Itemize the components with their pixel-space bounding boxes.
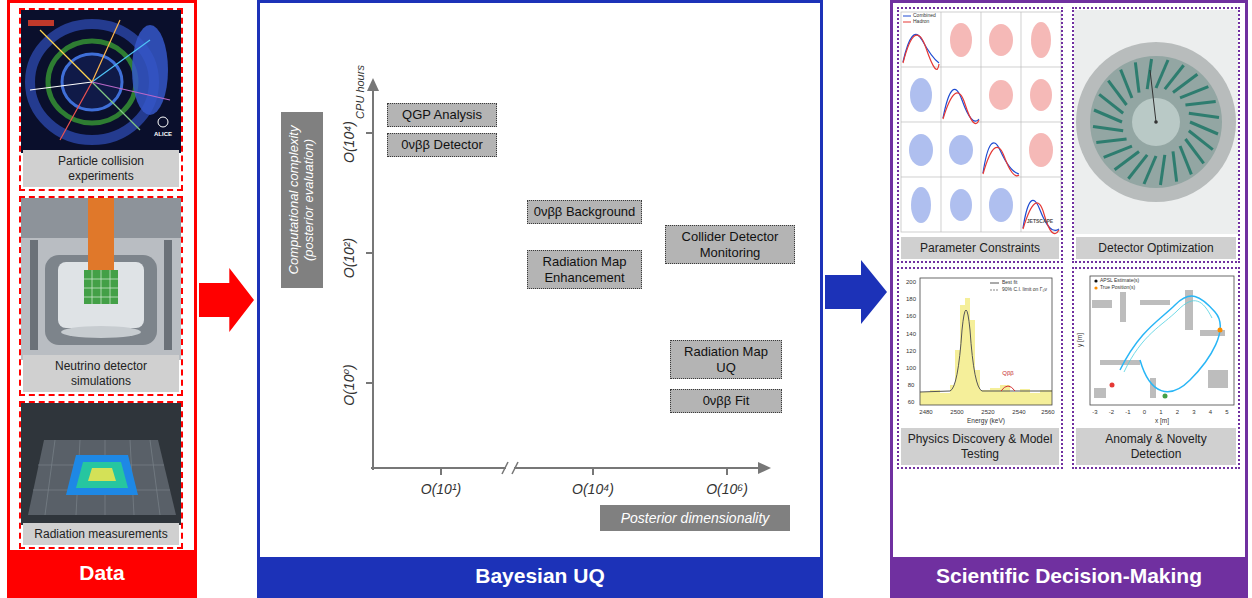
plot-label: Best fit [1002,280,1017,286]
panel-heading: Bayesian UQ [260,557,820,595]
stage-panel: Data Particle collision experimentsNeutri… [7,0,197,598]
plot-label: 2500 [950,409,963,416]
image-caption: Detector Optimization [1076,237,1236,259]
stage-panel: Scientific Decision-Making Parameter Cons… [890,0,1248,598]
energy-spectrum [899,270,1063,430]
box-label: 0νββ Fit [675,393,777,409]
image-caption: Parameter Constraints [901,237,1059,259]
box-label: QGP Analysis [392,107,492,123]
application-box: 0νββ Fit [670,389,782,413]
neutrino-detector-render [21,198,181,360]
image-caption: Particle collision experiments [23,150,179,187]
radiation-map-render [21,403,181,525]
plot-label: 1 [1159,409,1162,416]
plot-label: 60 [908,399,915,406]
axis-title-box: Computational complexity (posterior eval… [281,112,323,288]
box-label: Radiation Map Enhancement [532,254,637,285]
axis-title-box: Posterior dimensionality [600,505,790,531]
plot-label: 0 [1143,409,1146,416]
plot-label: APSL Estimate(s) [1100,278,1139,284]
flow-arrow [199,268,254,332]
plot-label: -3 [1092,409,1097,416]
plot-label: 5 [1225,409,1228,416]
application-box: QGP Analysis [387,103,497,127]
plot-label: O(10²) [342,238,357,278]
axis-title: Posterior dimensionality [621,510,770,526]
box-label: Radiation Map UQ [675,344,777,375]
plot-label: O(10¹) [421,482,461,497]
plot-label: y [m] [1076,333,1083,347]
stage-panel: Bayesian UQ Computational complexity (pos… [257,0,823,598]
plot-label: 2520 [981,409,994,416]
plot-label: 120 [906,348,916,355]
application-box: Radiation Map Enhancement [527,250,642,289]
plot-label: 3 [1192,409,1195,416]
image-caption: Physics Discovery & Model Testing [901,428,1059,465]
panel-heading: Scientific Decision-Making [893,557,1245,595]
plot-label: O(10⁰) [342,364,357,405]
application-box: 0νββ Background [527,200,642,224]
plot-label: 2540 [1012,409,1025,416]
chart-axes [366,78,771,475]
axis-title: Computational complexity (posterior eval… [287,112,317,288]
detector-layout [1074,10,1238,234]
plot-label: Qββ [1002,370,1014,377]
plot-label: 2480 [919,409,932,416]
plot-label: ALICE [154,131,172,138]
plot-label: 4 [1209,409,1212,416]
plot-label: True Position(s) [1100,285,1135,291]
plot-label: O(10⁶) [706,482,748,497]
panel-heading: Data [10,550,194,595]
image-card: Particle collision experiments [19,8,183,191]
image-card: Neutrino detector simulations [19,196,183,396]
image-caption: Neutrino detector simulations [23,355,179,392]
plot-label: 80 [908,382,915,389]
plot-label: Hadron [913,19,929,25]
image-card: Detector Optimization [1072,7,1240,263]
corner-plot [899,10,1063,234]
image-card: Physics Discovery & Model Testing [897,267,1063,469]
box-label: 0νββ Detector [392,137,492,153]
flow-arrow [825,260,887,324]
plot-label: 180 [906,296,916,303]
image-caption: Anomaly & Novelty Detection [1076,428,1236,465]
image-card: Radiation measurements [19,401,183,549]
plot-label: Energy (keV) [967,417,1005,424]
application-box: Radiation Map UQ [670,340,782,379]
application-box: Collider Detector Monitoring [665,225,795,264]
plot-label: Combined [913,13,936,19]
image-card: Parameter Constraints [897,7,1063,263]
plot-label: 2 [1176,409,1179,416]
plot-label: 90% C.I. limit on Γ₀ν [1002,287,1047,293]
box-label: 0νββ Background [532,204,637,220]
plot-label: x [m] [1155,417,1169,424]
plot-label: 140 [906,331,916,338]
plot-label: 100 [906,365,916,372]
plot-label: 2560 [1041,409,1054,416]
box-label: Collider Detector Monitoring [670,229,790,260]
application-box: 0νββ Detector [387,133,497,157]
plot-label: O(10⁴) [572,482,614,497]
plot-label: -2 [1109,409,1114,416]
plot-label: 160 [906,313,916,320]
plot-label: CPU hours [354,65,366,119]
plot-label: O(10⁴) [342,121,357,163]
collider-photo [21,10,181,153]
plot-label: 200 [906,279,916,286]
localization-map [1074,270,1238,430]
image-caption: Radiation measurements [23,523,179,545]
image-card: Anomaly & Novelty Detection [1072,267,1240,469]
plot-label: JETSCAPE [1027,219,1053,225]
plot-label: -1 [1125,409,1130,416]
